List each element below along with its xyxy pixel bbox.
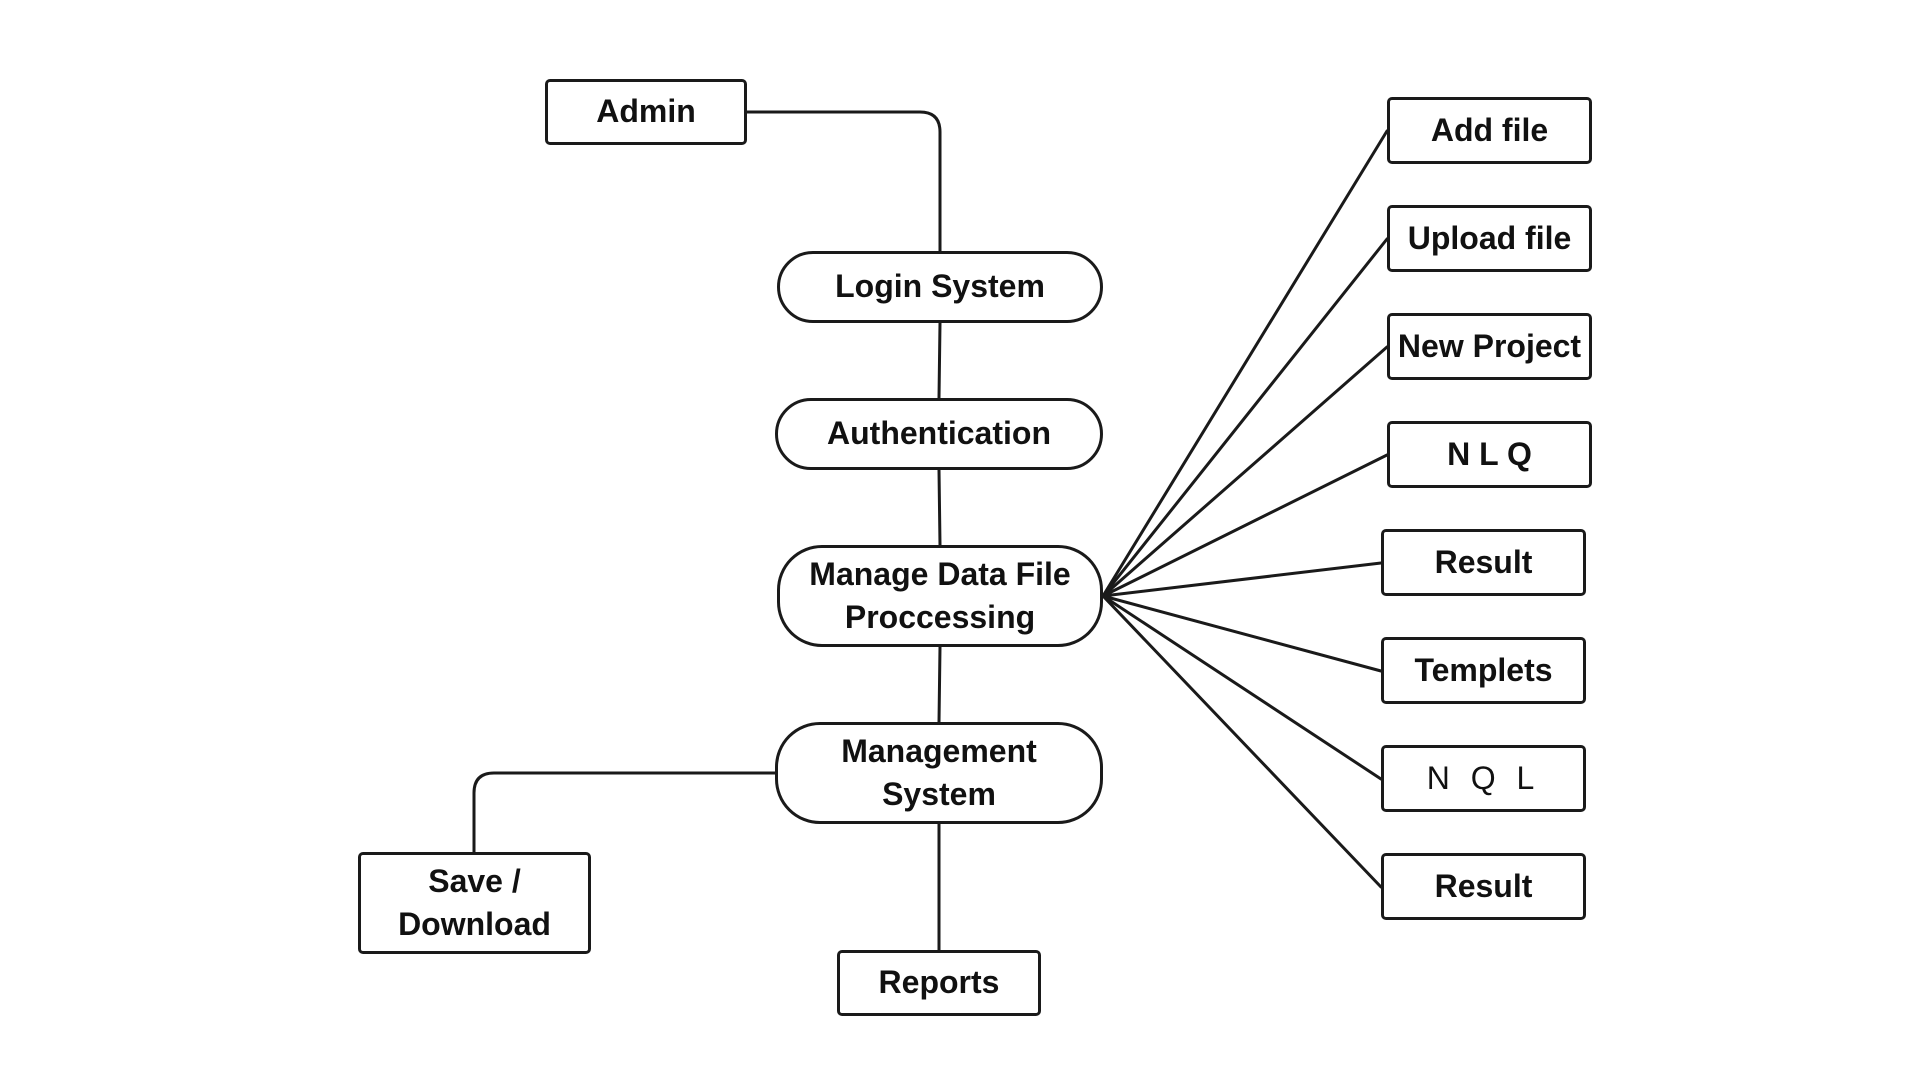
connector-admin-login (745, 110, 942, 253)
admin-node: Admin (545, 79, 747, 145)
connector-manage-templets (1101, 594, 1383, 673)
result-node-2: Result (1381, 853, 1586, 920)
login-system-node: Login System (777, 251, 1103, 323)
authentication-node: Authentication (775, 398, 1103, 470)
connector-manage-result2 (1101, 594, 1383, 889)
result-node-1: Result (1381, 529, 1586, 596)
connector-manage-mgmt (937, 645, 942, 724)
add-file-node: Add file (1387, 97, 1592, 164)
save-download-node: Save / Download (358, 852, 591, 954)
management-system-node: Management System (775, 722, 1103, 824)
nlq-node: N L Q (1387, 421, 1592, 488)
upload-file-node: Upload file (1387, 205, 1592, 272)
nql-node: N Q L (1381, 745, 1586, 812)
connector-login-auth (937, 321, 942, 400)
connector-manage-nlq (1101, 453, 1389, 598)
new-project-node: New Project (1387, 313, 1592, 380)
connector-manage-upload (1101, 237, 1389, 598)
manage-data-file-node: Manage Data File Proccessing (777, 545, 1103, 647)
connector-manage-addfile (1101, 129, 1389, 598)
connector-manage-result1 (1101, 561, 1383, 598)
reports-node: Reports (837, 950, 1041, 1016)
connector-manage-nql (1101, 594, 1383, 781)
connector-manage-newproject (1101, 345, 1389, 598)
connector-mgmt-save (472, 771, 777, 854)
templets-node: Templets (1381, 637, 1586, 704)
connector-auth-manage (937, 468, 942, 547)
